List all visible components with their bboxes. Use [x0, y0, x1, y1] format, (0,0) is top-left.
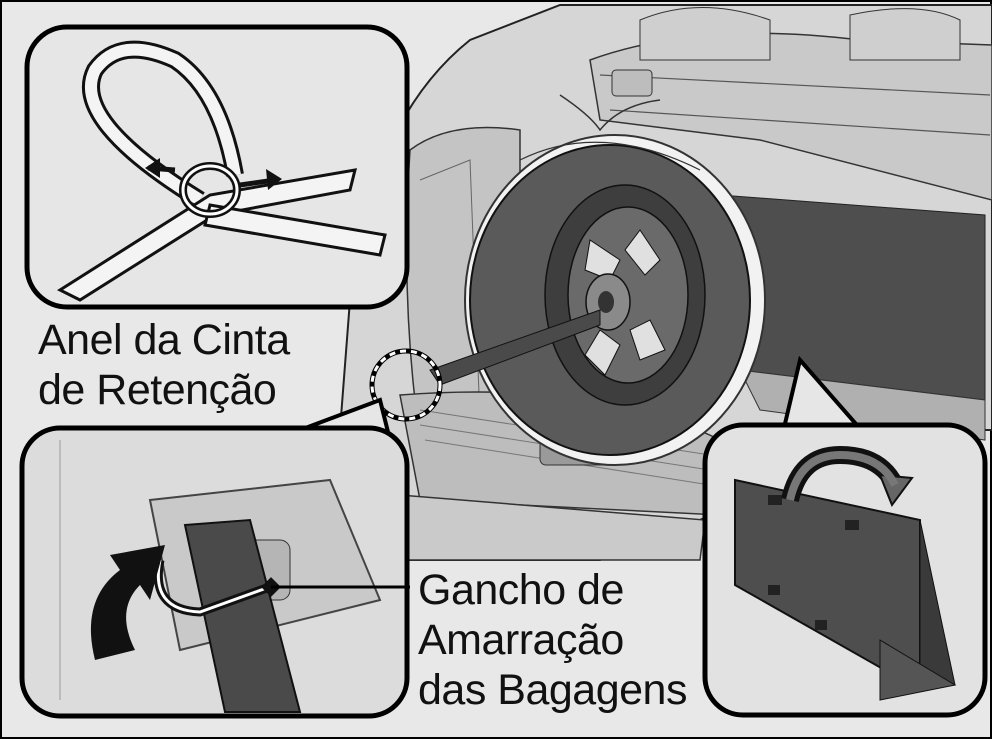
strap-ring-label-line2: de Retenção [38, 366, 277, 414]
inset-hook-closeup [19, 397, 410, 719]
cargo-hook-label-line1: Gancho de [418, 566, 624, 614]
spare-tire [464, 94, 766, 466]
marker-circle-dashed [370, 349, 442, 421]
inset-strap-loop [24, 24, 410, 310]
cargo-hook-label-line2: Amarração [418, 616, 624, 664]
strap-ring-label: Anel da Cinta de Retenção [38, 315, 290, 415]
strap-ring-label-line1: Anel da Cinta [38, 316, 290, 364]
cargo-hook-label: Gancho de Amarração das Bagagens [418, 565, 687, 715]
inset-folding-board [702, 355, 988, 718]
curved-arrow-icon [781, 445, 914, 508]
cargo-hook-label-line3: das Bagagens [418, 666, 687, 714]
up-arrow-icon [90, 545, 165, 660]
